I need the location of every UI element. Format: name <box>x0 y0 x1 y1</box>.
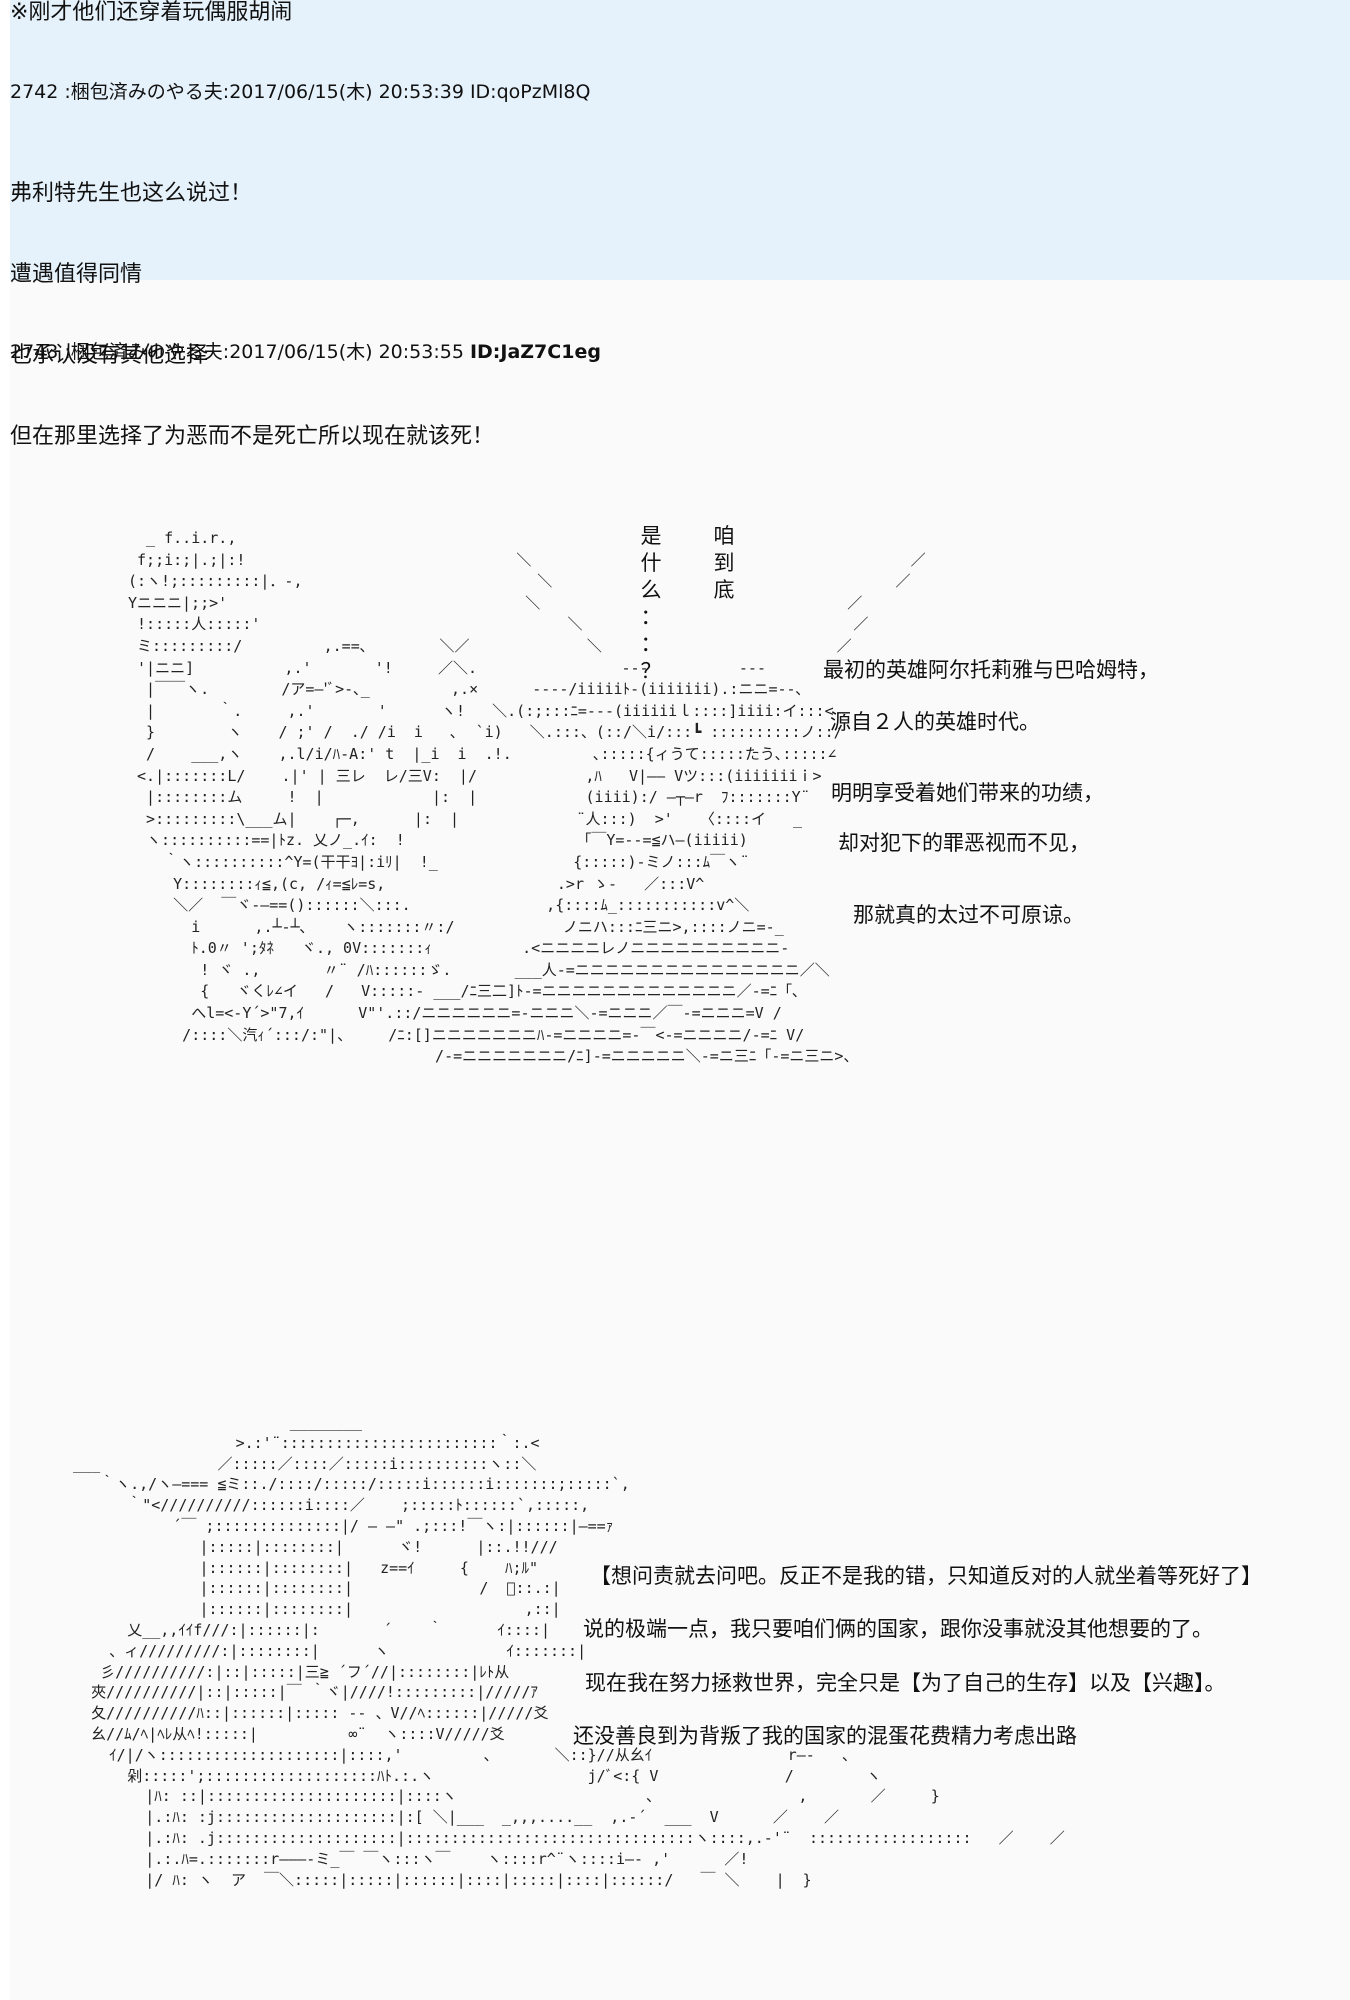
art-line: (:ヽ!;:::::::::|．-, ＼ ／ <box>128 572 911 591</box>
art-line: / ___,ヽ ,.l/i/ﾊ-A:' t |_i i .!. ､:::::{ィ… <box>146 744 837 763</box>
scene1-line-4: 却对犯下的罪恶视而不见， <box>838 831 1090 855</box>
vertical-char: 么 <box>640 578 662 602</box>
post-line: 但在那里选择了为恶而不是死亡所以现在就该死！ <box>10 424 495 449</box>
art-line: 、ィ/////////:|::::::::| ヽ ｲ:::::::| <box>109 1641 587 1660</box>
vertical-char: ： <box>640 632 662 656</box>
art-line: |::::::|::::::::| / ﾞ::.:| <box>199 1579 561 1598</box>
post-line: 弗利特先生也这么说过！ <box>10 181 253 206</box>
vertical-char: 咱 <box>713 524 735 548</box>
art-line: ! ヾ ., 〃¨ /ﾊ::::::ゞ. ___人-=ニニニニニニニニニニニニニ… <box>200 960 830 979</box>
art-line: |￣￣ヽ. /ア=―'ﾞ>‐､_ ,.× ----/iiiiiﾄ-(iiiiii… <box>146 680 804 699</box>
art-line: へl=<‐Y´>"7,ｲ V"'.::/ニニニニニニ=-ニニニ＼-=ニニニ／￣-… <box>191 1004 782 1023</box>
art-line: 幺//ﾑ/ﾍ|ﾍﾚ从ﾍ!:::::| ∞¨ ヽ::::V/////爻 <box>91 1724 505 1743</box>
vertical-text-right: 咱 到 底 <box>710 523 738 604</box>
art-line: 夂//////////ﾊ::|::::::|::::: -- 、V//ﾍ::::… <box>91 1704 549 1723</box>
post-id: ID:JaZ7C1eg <box>469 341 601 363</box>
post-header-2742: 2742 :梱包済みのやる夫:2017/06/15(木) 20:53:39 ID… <box>10 81 591 103</box>
post-line: 遭遇值得同情 <box>10 262 143 287</box>
art-line: ミ:::::::::/ ,.==､ ＼／ ＼ ／ <box>137 636 852 655</box>
vertical-char: ？ <box>640 659 662 683</box>
art-line: ________ <box>289 1413 363 1431</box>
art-line: |::::::|::::::::| z==ｲ { ﾊ;ﾙ" <box>199 1558 539 1577</box>
art-line: ｀ヽ.,/ヽ―=== ≦ミ::./::::/:::::/:::::i::::::… <box>100 1475 630 1494</box>
art-line: '|ニニ] ,.' '! ／＼. --- --- <box>137 658 766 677</box>
art-line: /-=ニニニニニニニ/ﾆ]-=ニニニニニ＼-=ニ三ﾆ「-=ニ三ニ>、 <box>128 1047 859 1066</box>
vertical-char: 底 <box>713 578 735 602</box>
art-line: |ﾊ: ::|:::::::::::::::::::::|::::ヽ ､ , ／… <box>145 1787 940 1806</box>
ascii-art-scene-1: _ f..i.r., f;;i:;|.;|:! ＼ ／ (:ヽ!;:::::::… <box>128 528 926 1068</box>
vertical-char: 什 <box>640 551 662 575</box>
previous-post-panel <box>10 0 1350 280</box>
art-line: ｲ/|/ヽ::::::::::::::::::::|::::,' ､ ＼::}/… <box>109 1745 857 1764</box>
art-line: !:::::人:::::' ＼ ／ <box>137 615 869 634</box>
art-line: |/ ﾊ: ヽ ア ￣＼:::::|:::::|::::::|::::|::::… <box>64 1870 812 1889</box>
art-line: |:::::|::::::::| ヾ! |::.!!/// <box>199 1537 558 1556</box>
vertical-text-left: 是 什 么 ： ： ？ <box>637 523 665 685</box>
top-note: ※刚才他们还穿着玩偶服胡闹 <box>10 0 293 25</box>
art-line: |.:ﾊ: .j::::::::::::::::::::|:::::::::::… <box>145 1828 1065 1847</box>
scene1-line-1: 最初的英雄阿尔托莉雅与巴哈姆特， <box>823 658 1159 682</box>
art-line: |::::::|::::::::| ,::| <box>199 1600 561 1619</box>
scene2-line-4: 还没善良到为背叛了我的国家的混蛋花费精力考虑出路 <box>573 1724 1077 1748</box>
art-line: ´￣ ;::::::::::::::|/ ― ―" .;:::!￣ヽ:|::::… <box>172 1516 614 1535</box>
ascii-art-scene-2: ________ >.:'¨::::::::::::::::::::::::｀:… <box>64 1412 1065 1890</box>
scene2-line-3: 现在我在努力拯救世界，完全只是【为了自己的生存】以及【兴趣】。 <box>585 1671 1226 1695</box>
art-line: f;;i:;|.;|:! ＼ ／ <box>137 550 926 569</box>
art-line: 乂__,,ｲｲf///:|::::::|: ´ ｀ ｲ::::| <box>127 1620 550 1639</box>
art-line: |.:.ﾊ=.:::::::r―――‐ミ_￣ ￣ヽ:::ヽ￣ ヽ::::r^¨ヽ… <box>145 1849 749 1868</box>
vertical-char: 到 <box>713 551 735 575</box>
art-line: _ f..i.r., <box>146 529 237 547</box>
scene2-line-1: 【想问责就去问吧。反正不是我的错，只知道反对的人就坐着等死好了】 <box>590 1564 1262 1588</box>
art-line: ｀ヽ::::::::::^Y=(干干ﾖ|:iﾘ| !_ {:::::)-ミノ::… <box>164 852 750 871</box>
vertical-char: ： <box>640 605 662 629</box>
art-line: |::::::::ム ! | |: | (iiii):/ ―┬―r ﾌ:::::… <box>146 788 810 807</box>
post-header-prefix: 2743 :梱包済みのやる夫:2017/06/15(木) 20:53:55 <box>10 341 470 363</box>
post-header-2743: 2743 :梱包済みのやる夫:2017/06/15(木) 20:53:55 ID… <box>10 340 601 364</box>
art-line: | ｀. ,.' ' ヽ! ＼.(:;:::ﾆ=---(iiiiiiｌ::::]… <box>146 701 834 720</box>
scene2-line-2: 说的极端一点，我只要咱们俩的国家，跟你没事就没其他想要的了。 <box>583 1617 1213 1641</box>
art-line: Yニニニ|;;>' ＼ ／ <box>128 593 863 612</box>
current-post-panel <box>10 280 1350 2000</box>
art-line: ｀"<//////////::::::i::::／ ;:::::ﾄ::::::`… <box>127 1496 590 1515</box>
scene1-line-3: 明明享受着她们带来的功绩， <box>831 781 1104 805</box>
art-line: 彡//////////:|::|:::::|三≧ ´フ´//|::::::::|… <box>100 1662 510 1681</box>
art-line: 夾//////////|::|:::::|￣ ｀ヾ|////!:::::::::… <box>91 1683 538 1702</box>
art-line: ﾄ.0〃 ';ﾀﾈ ヾ., 0V:::::::ｨ .<ニニニニレノニニニニニニニ… <box>191 939 790 958</box>
art-line: 剁:::::';:::::::::::::::::::ﾊﾄ.:.ヽ j/ﾞ<:{… <box>127 1766 882 1785</box>
scene1-line-5: 那就真的太过不可原谅。 <box>853 903 1084 927</box>
art-line: >.:'¨::::::::::::::::::::::::｀:.< <box>235 1433 540 1452</box>
vertical-char: 是 <box>640 524 662 548</box>
art-line: <.|:::::::L/ .|' | 三レ レ/三V: |/ ,ﾊ V|―― V… <box>137 766 822 785</box>
art-line: >:::::::::\___ム| ┌─, |: | ¨人:::) >' 〈:::… <box>146 809 803 828</box>
art-line: ヽ::::::::::==|ﾄz. 乂ノ_.ｲ: ! 「￣Y=--=≦ハ―(ii… <box>146 831 748 850</box>
art-line: i ,.┴‐┴､ ヽ:::::::〃:/ ノニハ:::ﾆ三ニ>,::::ノニ=-… <box>191 917 784 936</box>
post-body-2742: 弗利特先生也这么说过！ 遭遇值得同情 也承认没有其他选择 但在那里选择了为恶而不… <box>10 126 494 477</box>
art-line: { ヾくﾚ∠イ / V:::::‐ ___/ﾆ三二]ﾄ-=ニニニニニニニニニニニ… <box>200 982 800 1001</box>
art-line: |.:ﾊ: :j::::::::::::::::::::|:[ ＼|___ _,… <box>145 1808 839 1827</box>
scene1-line-2: 源自２人的英雄时代。 <box>830 710 1040 734</box>
art-line: ＼／ ￣ヾ-―==()::::::＼:::. ,{::::ﾑ_:::::::::… <box>173 896 750 915</box>
art-line: ___ ／:::::／::::／:::::i::::::::::ヽ::＼ <box>73 1454 537 1473</box>
art-line: Y::::::::ｨ≦,(c, /ｨ=≦ﾚ=s, .>r ゝ- ／:::V^ <box>173 874 705 893</box>
post-line: 也承认没有其他选择 <box>10 343 209 368</box>
art-line: /::::＼汽ｨ´:::/:"|、 /ﾆ:[]ニニニニニニニﾊ-=ニニニニ=-￣… <box>182 1025 805 1044</box>
art-line: } ヽ / ;' / ./ /i i ､ `i) ＼.:::、(::/＼i/::… <box>146 723 843 742</box>
